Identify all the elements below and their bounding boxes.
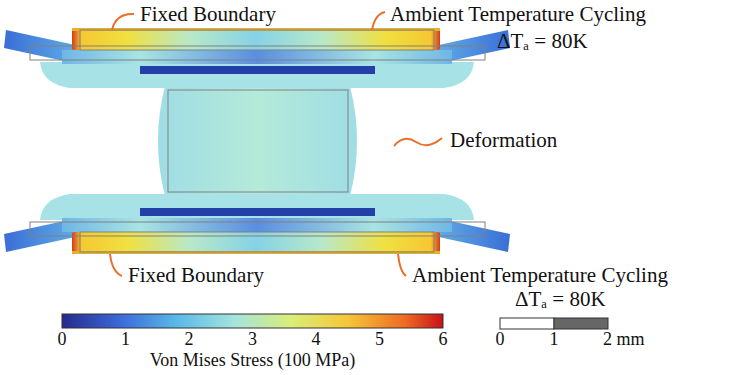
tick-label: 0: [58, 330, 67, 350]
scale-bar: [500, 318, 554, 329]
leader-line: [398, 254, 406, 276]
tick-label: 3: [248, 330, 257, 350]
leader-line: [110, 254, 122, 276]
scale-bar: [554, 318, 608, 329]
undeformed-outline: [168, 90, 348, 192]
leader-line: [372, 12, 385, 30]
temperature-label: ΔTₐ = 80K: [497, 30, 588, 53]
scale-label: 0: [496, 330, 505, 350]
tick-label: 4: [312, 330, 321, 350]
colorbar-title: Von Mises Stress (100 MPa): [150, 351, 356, 371]
top-assembly: [4, 28, 510, 88]
boundary-label: Ambient Temperature Cycling: [390, 3, 646, 26]
leader-line: [112, 14, 134, 30]
boundary-label: Fixed Boundary: [128, 264, 264, 287]
deformation-label: Deformation: [450, 129, 557, 152]
boundary-label: Ambient Temperature Cycling: [412, 264, 668, 287]
tick-label: 5: [375, 330, 384, 350]
tick-label: 2: [185, 330, 194, 350]
middle-block: [158, 86, 357, 196]
scale-label: 2 mm: [603, 330, 645, 350]
tick-label: 6: [439, 330, 448, 350]
scale-label: 1: [550, 330, 559, 350]
tick-label: 1: [121, 330, 130, 350]
leader-lines: [110, 12, 442, 276]
boundary-label: Fixed Boundary: [140, 3, 276, 26]
leader-line: [394, 138, 442, 146]
colorbar: [62, 314, 443, 328]
bottom-assembly: [4, 194, 510, 254]
temperature-label: ΔTₐ = 80K: [515, 288, 606, 311]
